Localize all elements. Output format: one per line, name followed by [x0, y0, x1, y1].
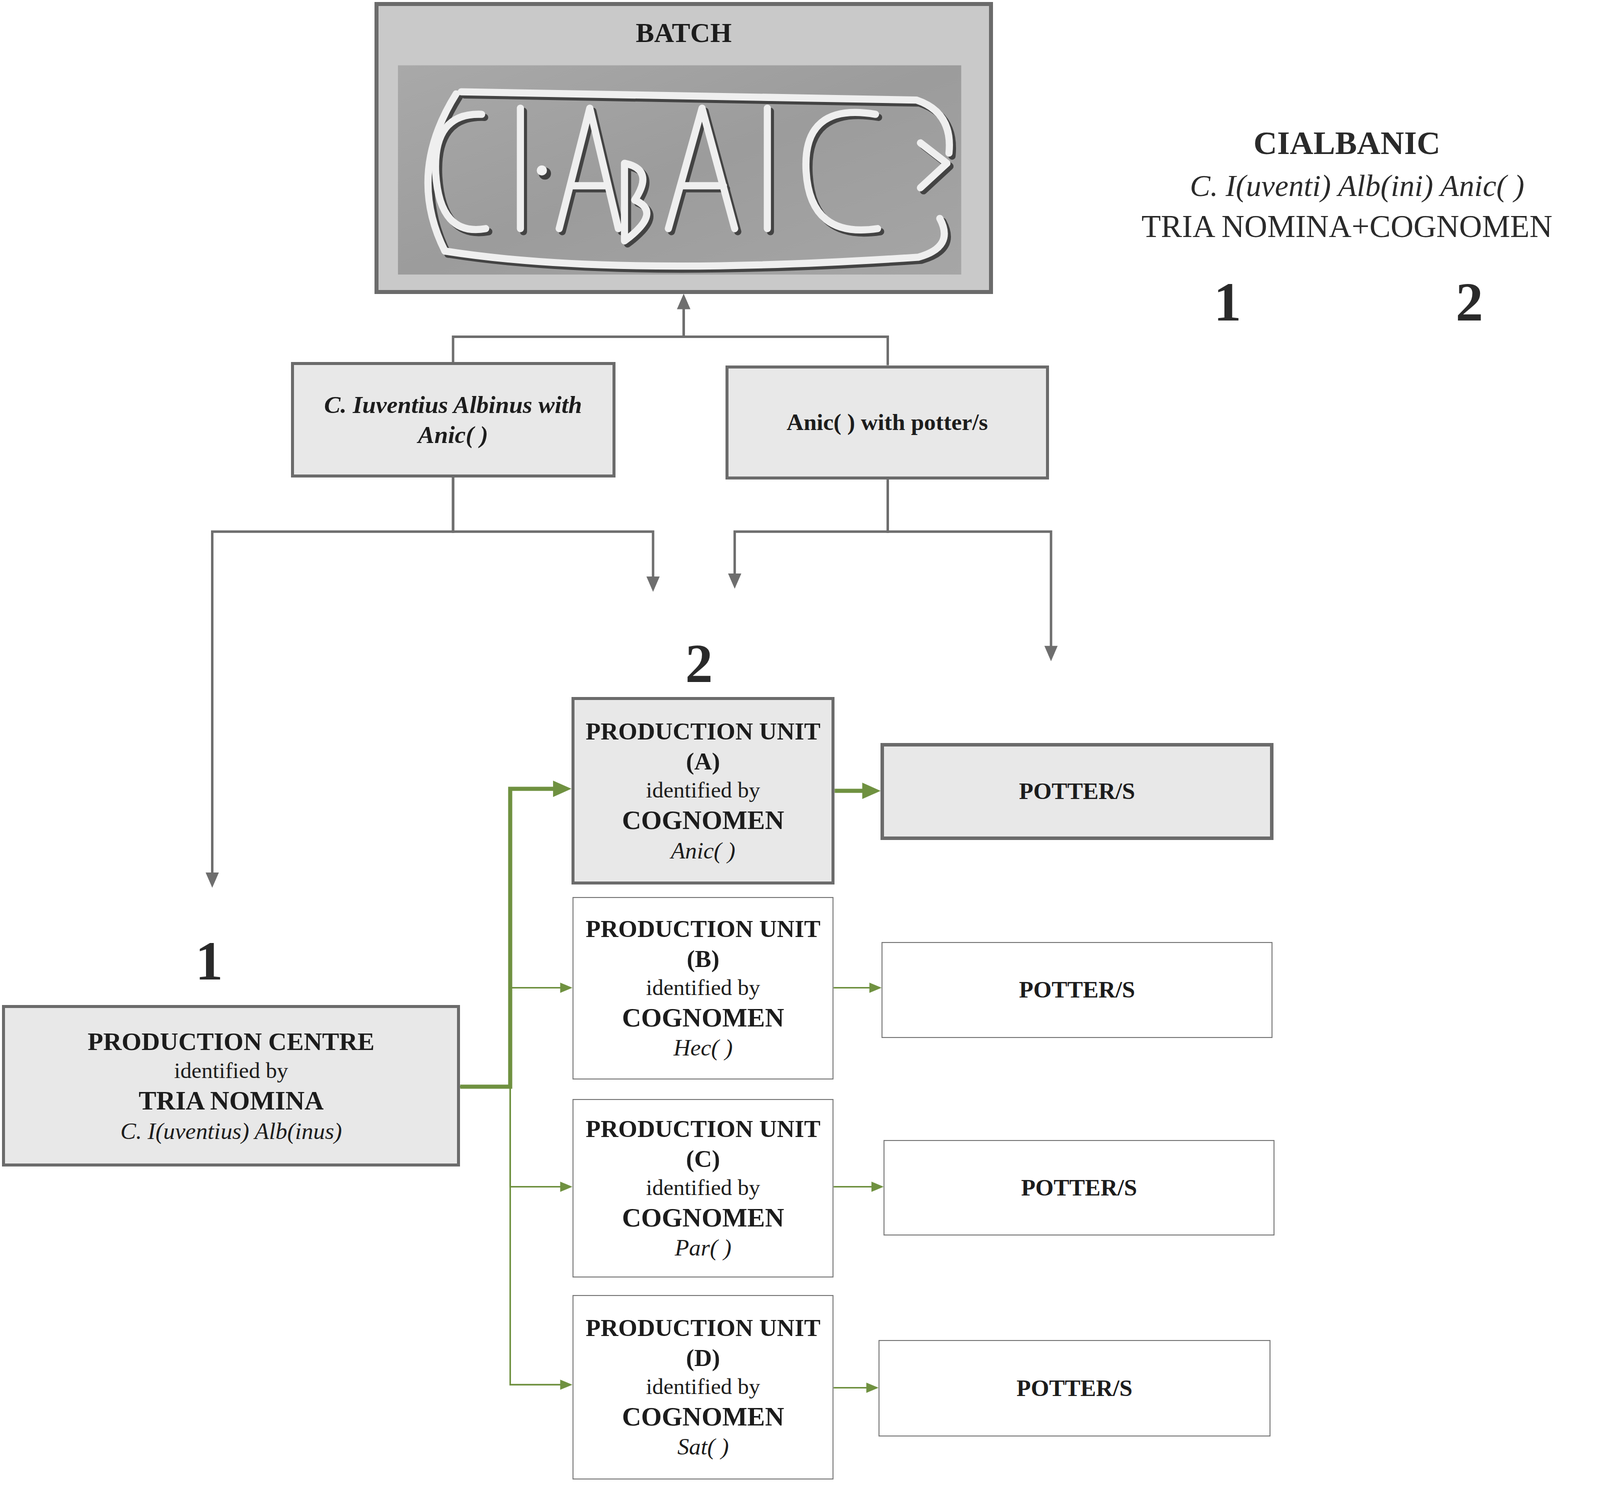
box-text: Anic( ) — [671, 836, 736, 865]
connector-arrow — [460, 780, 571, 1087]
arrow-head — [677, 294, 691, 310]
box-text: COGNOMEN — [622, 1001, 784, 1034]
stamp-expansion: C. I(uventi) Alb(ini) Anic( ) — [1190, 168, 1525, 204]
connector-line — [683, 306, 888, 365]
relation-box: C. Iuventius Albinus with Anic( ) — [291, 362, 616, 478]
connector-arrow — [453, 294, 690, 363]
box-text: identified by — [646, 974, 760, 1002]
box-text: COGNOMEN — [622, 804, 784, 837]
box-text: PRODUCTION UNIT (C) — [581, 1114, 825, 1174]
relation-box: Anic( ) with potter/s — [725, 365, 1049, 480]
production-centre-box: PRODUCTION CENTREidentified byTRIA NOMIN… — [2, 1005, 460, 1166]
box-text: identified by — [646, 1174, 760, 1202]
arrow-head — [728, 573, 742, 589]
box-text: PRODUCTION UNIT (B) — [581, 914, 825, 974]
arrow-head — [560, 1181, 572, 1192]
connector-arrow — [833, 1382, 879, 1393]
arrow-head — [871, 1181, 884, 1192]
box-text: identified by — [646, 776, 760, 804]
connector-line — [833, 987, 872, 989]
box-text: COGNOMEN — [622, 1400, 784, 1433]
connector-line — [453, 477, 653, 580]
production-unit-box: PRODUCTION UNIT (C)identified byCOGNOMEN… — [572, 1099, 834, 1278]
production-unit-box: PRODUCTION UNIT (A)identified byCOGNOMEN… — [571, 697, 835, 885]
connector-line — [460, 789, 557, 1087]
arrow-head — [862, 782, 881, 799]
connector-arrow — [833, 982, 882, 993]
box-text: POTTER/S — [1016, 1374, 1133, 1403]
arrow-head — [560, 1379, 572, 1390]
connector-arrow — [888, 479, 1058, 661]
potter-box: POTTER/S — [880, 743, 1274, 840]
connector-line — [834, 789, 866, 793]
box-text: TRIA NOMINA — [138, 1084, 324, 1117]
arrow-head — [866, 1382, 879, 1393]
box-text: POTTER/S — [1019, 975, 1135, 1004]
box-text: Anic( ) with potter/s — [786, 408, 988, 437]
box-text: Hec( ) — [673, 1033, 733, 1062]
batch-box: BATCH — [374, 2, 993, 294]
connector-line — [453, 306, 684, 362]
stamp-structure: TRIA NOMINA+COGNOMEN — [1141, 208, 1553, 245]
box-text: Sat( ) — [677, 1432, 729, 1461]
callout-number: 2 — [685, 631, 713, 695]
box-text: identified by — [646, 1373, 760, 1401]
potter-box: POTTER/S — [883, 1140, 1275, 1236]
box-text: PRODUCTION CENTRE — [87, 1026, 375, 1057]
connector-arrow — [205, 477, 453, 888]
connector-line — [833, 1186, 874, 1188]
connector-line — [212, 477, 453, 876]
production-unit-box: PRODUCTION UNIT (B)identified byCOGNOMEN… — [572, 897, 834, 1080]
arrow-head — [560, 982, 572, 993]
callout-number: 2 — [1455, 270, 1483, 334]
connector-arrow — [834, 782, 881, 799]
box-text: C. I(uventius) Alb(inus) — [120, 1117, 342, 1146]
box-text: C. Iuventius Albinus with Anic( ) — [302, 390, 605, 450]
callout-number: 1 — [1214, 270, 1242, 334]
connector-arrow — [460, 982, 573, 1087]
box-text: POTTER/S — [1019, 777, 1135, 806]
arrow-head — [869, 982, 882, 993]
potter-box: POTTER/S — [878, 1340, 1271, 1437]
connector-arrow — [453, 477, 660, 592]
box-text: COGNOMEN — [622, 1201, 784, 1234]
box-text: PRODUCTION UNIT (A) — [582, 716, 824, 777]
arrow-head — [553, 780, 572, 797]
arrow-head — [205, 872, 219, 888]
connector-arrow — [677, 294, 888, 366]
connector-line — [460, 1086, 563, 1385]
arrow-head — [1044, 646, 1058, 662]
callout-number: 1 — [195, 929, 223, 993]
connector-arrow — [460, 1086, 573, 1192]
connector-line — [734, 479, 888, 577]
connector-arrow — [460, 1086, 573, 1390]
connector-line — [460, 1086, 563, 1187]
box-text: BATCH — [635, 16, 732, 50]
connector-arrow — [728, 479, 888, 589]
arrow-head — [646, 576, 660, 592]
potter-box: POTTER/S — [881, 942, 1273, 1038]
connector-line — [833, 1387, 869, 1389]
box-text: Par( ) — [674, 1233, 731, 1262]
arrow-head — [677, 294, 691, 310]
stamp-reading: CIALBANIC — [1253, 124, 1441, 162]
box-text: PRODUCTION UNIT (D) — [581, 1313, 825, 1373]
connector-line — [888, 479, 1052, 649]
box-text: POTTER/S — [1021, 1173, 1137, 1202]
production-unit-box: PRODUCTION UNIT (D)identified byCOGNOMEN… — [572, 1295, 834, 1480]
connector-line — [460, 988, 563, 1087]
connector-arrow — [833, 1181, 884, 1192]
box-text: identified by — [174, 1057, 288, 1085]
